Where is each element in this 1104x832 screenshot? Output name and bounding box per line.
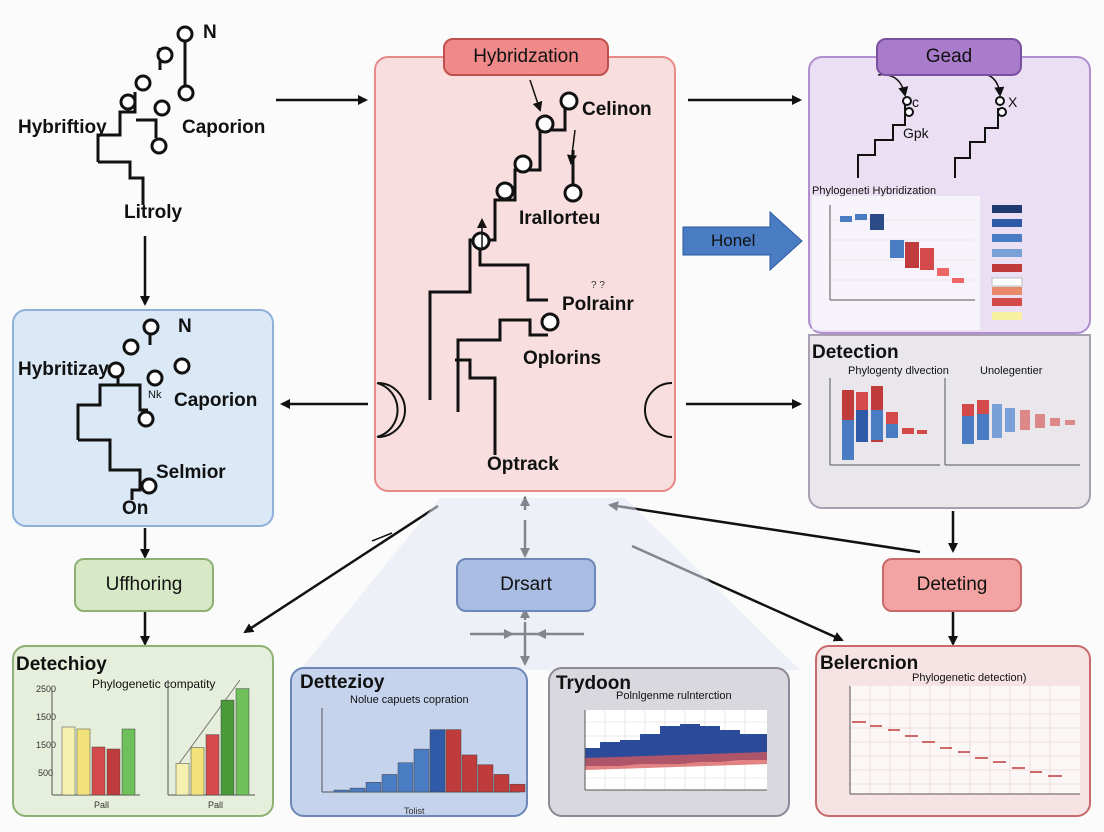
panel1-xlabel2: Pall: [208, 800, 224, 810]
center-header-pill[interactable]: Hybridzation: [443, 38, 609, 76]
label-optrack: Optrack: [487, 454, 559, 475]
panel1-title: Detechioy: [16, 654, 107, 675]
panel2-subtitle: Nolue capuets copration: [350, 694, 469, 706]
label-n-top-left: N: [203, 22, 217, 43]
circuit-mid-left: [76, 318, 191, 500]
label-caporion-top: Caporion: [182, 117, 266, 138]
label-on: On: [122, 498, 149, 519]
panel4-title: Belercnion: [820, 653, 919, 674]
panel4-subtitle: Phylogenetic detection): [912, 672, 1027, 684]
panel1-xlabel: Pall: [94, 800, 110, 810]
label-n-mid-left: N: [178, 316, 192, 337]
label-litroly: Litroly: [124, 202, 183, 223]
chart-title-hybridization: Phylogeneti Hybridization: [812, 185, 937, 197]
label-oplorins: Oplorins: [523, 348, 602, 369]
label-hybritizay: Hybritizay: [18, 359, 109, 380]
panel3-title: Trydoon: [556, 673, 631, 694]
detection-chart2-title: Unolegentier: [980, 365, 1043, 377]
label-nk: Nk: [148, 389, 162, 401]
tiny-mark: ? ?: [591, 280, 605, 291]
circuit-top-left: [96, 25, 195, 205]
label-polrainr: Polrainr: [562, 294, 634, 315]
label-caporion-mid: Caporion: [174, 390, 258, 411]
circuit-top-right: [857, 72, 1007, 178]
panel2-xlabel: Tolist: [404, 806, 425, 816]
panel3-subtitle: Polnlgenme rulnterction: [616, 690, 732, 702]
label-gpk: Gpk: [903, 125, 929, 141]
label-c: c: [912, 94, 919, 110]
panel1-subtitle: Phylogenetic compatity: [92, 677, 216, 691]
honel-label: Honel: [711, 231, 756, 250]
label-celinon: Celinon: [582, 99, 652, 120]
gead-pill[interactable]: Gead: [876, 38, 1022, 76]
label-selmior: Selmior: [156, 462, 226, 483]
deteting-pill[interactable]: Deteting: [882, 558, 1022, 612]
uffhoring-pill[interactable]: Uffhoring: [74, 558, 214, 612]
label-hybriftioy: Hybriftioy: [18, 117, 107, 138]
drsart-pill[interactable]: Drsart: [456, 558, 596, 612]
circuit-center: [428, 91, 583, 455]
panel2-title: Dettezioy: [300, 672, 385, 693]
label-irallorteu: Irallorteu: [519, 208, 601, 229]
detection-title: Detection: [812, 342, 899, 363]
detection-chart1-title: Phylogenty dlvection: [848, 365, 949, 377]
label-x: X: [1008, 94, 1018, 110]
